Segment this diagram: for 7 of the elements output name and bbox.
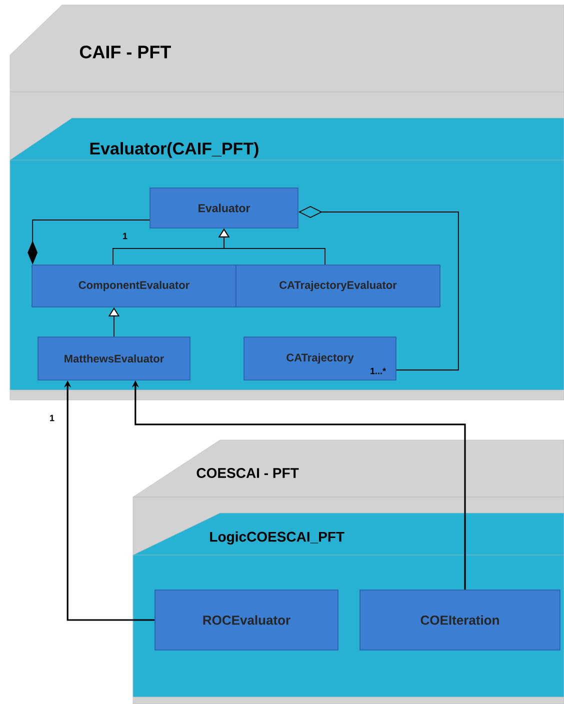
class-box: Evaluator bbox=[150, 188, 298, 228]
class-box: ROCEvaluator bbox=[154, 590, 338, 650]
class-box: COEIteration bbox=[360, 590, 560, 650]
edge-label: 1 bbox=[48, 414, 56, 422]
class-box: CATrajectoryEvaluator bbox=[236, 264, 440, 308]
class-box: ComponentEvaluator bbox=[32, 264, 236, 308]
class-box: MatthewsEvaluator bbox=[38, 336, 190, 380]
